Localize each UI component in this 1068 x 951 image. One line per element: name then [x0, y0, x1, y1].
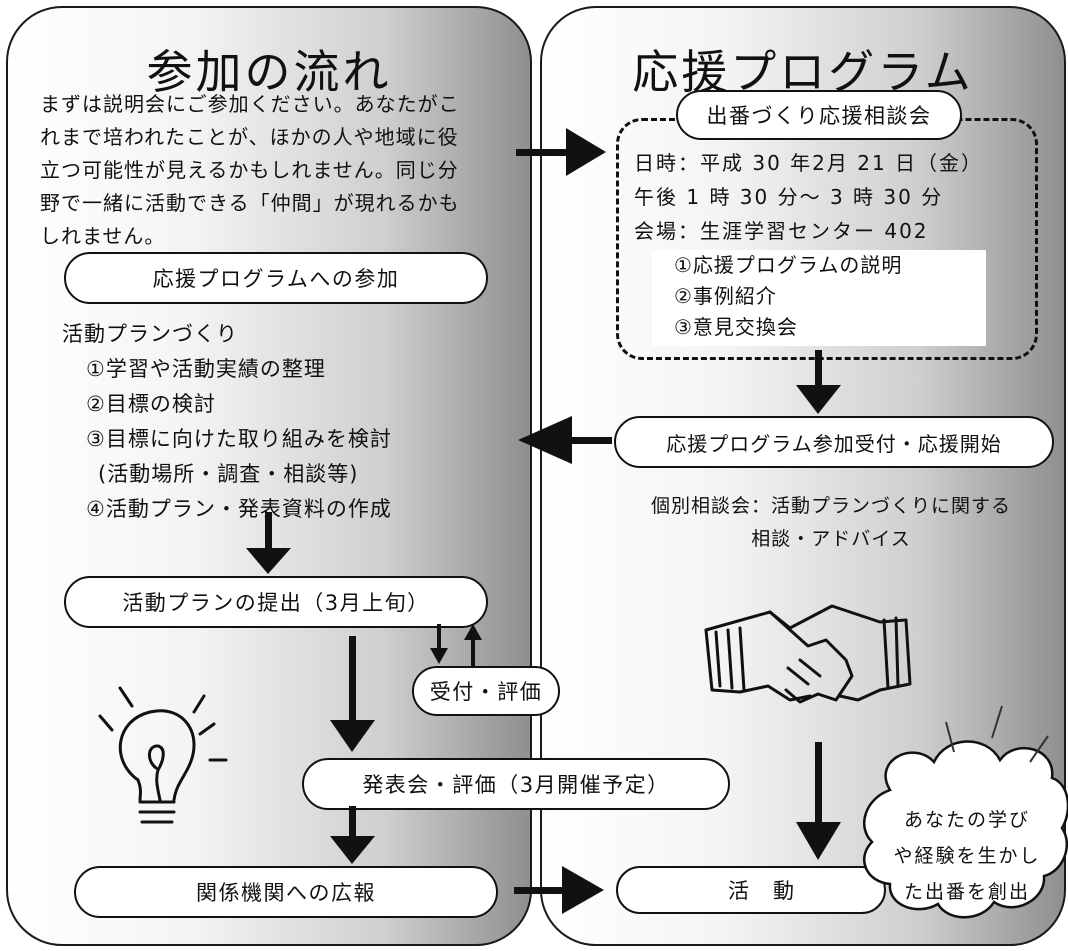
intro-line: 野で一緒に活動できる「仲間」が現れるかも: [40, 191, 460, 215]
plan-item: ④活動プラン・発表資料の作成: [86, 497, 392, 521]
plan-item: ②目標の検討: [86, 392, 216, 416]
intro-line: れまで培われたことが、ほかの人や地域に役: [40, 125, 459, 149]
meeting-agenda-item: ③意見交換会: [674, 315, 798, 339]
cloud-line: あなたの学び: [903, 809, 1030, 831]
plan-item: ③目標に向けた取り組みを検討: [86, 427, 392, 451]
plan-item: ①学習や活動実績の整理: [86, 357, 326, 381]
meeting-detail-line: 会場：生涯学習センター 402: [634, 219, 929, 243]
meeting-agenda-item: ①応援プログラムの説明: [674, 253, 903, 277]
meeting-title-box: 出番づくり応援相談会: [676, 90, 962, 140]
intro-line: しれません。: [40, 224, 166, 248]
cloud-line: や経験を生かし: [893, 845, 1041, 867]
program-join-box: 応援プログラムへの参加: [64, 252, 488, 304]
presentation-box: 発表会・評価（3月開催予定）: [302, 758, 730, 810]
plan-item: (活動場所・調査・相談等): [98, 462, 359, 486]
accept-box: 応援プログラム参加受付・応援開始: [614, 416, 1054, 468]
consult-line: 個別相談会：活動プランづくりに関する: [650, 495, 1011, 517]
cloud-text: あなたの学び や経験を生かし た出番を創出: [872, 802, 1062, 910]
plan-submit-box: 活動プランの提出（3月上旬）: [64, 576, 488, 628]
consult-text: 個別相談会：活動プランづくりに関する 相談・アドバイス: [606, 490, 1056, 556]
left-panel: 参加の流れ: [6, 6, 532, 946]
meeting-agenda: ①応援プログラムの説明 ②事例紹介 ③意見交換会: [652, 250, 986, 346]
intro-line: まずは説明会にご参加ください。あなたがこ: [40, 92, 460, 116]
meeting-details: 日時：平成 30 年2月 21 日（金） 午後 1 時 30 分～ 3 時 30…: [634, 146, 983, 248]
meeting-agenda-item: ②事例紹介: [674, 284, 777, 308]
cloud-line: た出番を創出: [903, 881, 1030, 903]
meeting-detail-line: 日時：平成 30 年2月 21 日（金）: [634, 151, 984, 175]
intro-line: 立つ可能性が見えるかもしれません。同じ分: [40, 158, 459, 182]
meeting-detail-line: 午後 1 時 30 分～ 3 時 30 分: [634, 185, 944, 209]
review-box: 受付・評価: [412, 666, 560, 716]
consult-line: 相談・アドバイス: [751, 528, 911, 550]
intro-text: まずは説明会にご参加ください。あなたがこ れまで培われたことが、ほかの人や地域に…: [40, 88, 510, 253]
plan-items: ①学習や活動実績の整理 ②目標の検討 ③目標に向けた取り組みを検討 (活動場所・…: [86, 352, 392, 527]
plan-heading: 活動プランづくり: [62, 322, 238, 346]
pr-box: 関係機関への広報: [74, 866, 498, 918]
left-panel-title: 参加の流れ: [146, 45, 392, 99]
activity-box: 活 動: [616, 866, 886, 914]
